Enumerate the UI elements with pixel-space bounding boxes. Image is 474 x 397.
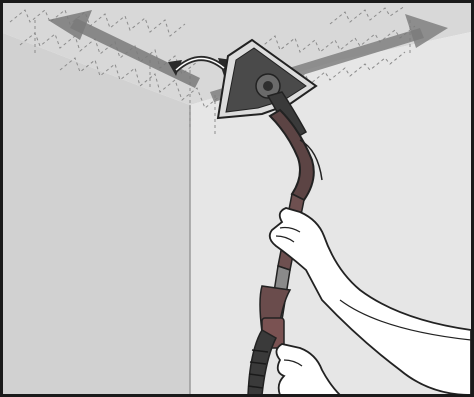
ceiling-sanding-illustration bbox=[0, 0, 474, 397]
illustration-canvas bbox=[0, 0, 474, 397]
